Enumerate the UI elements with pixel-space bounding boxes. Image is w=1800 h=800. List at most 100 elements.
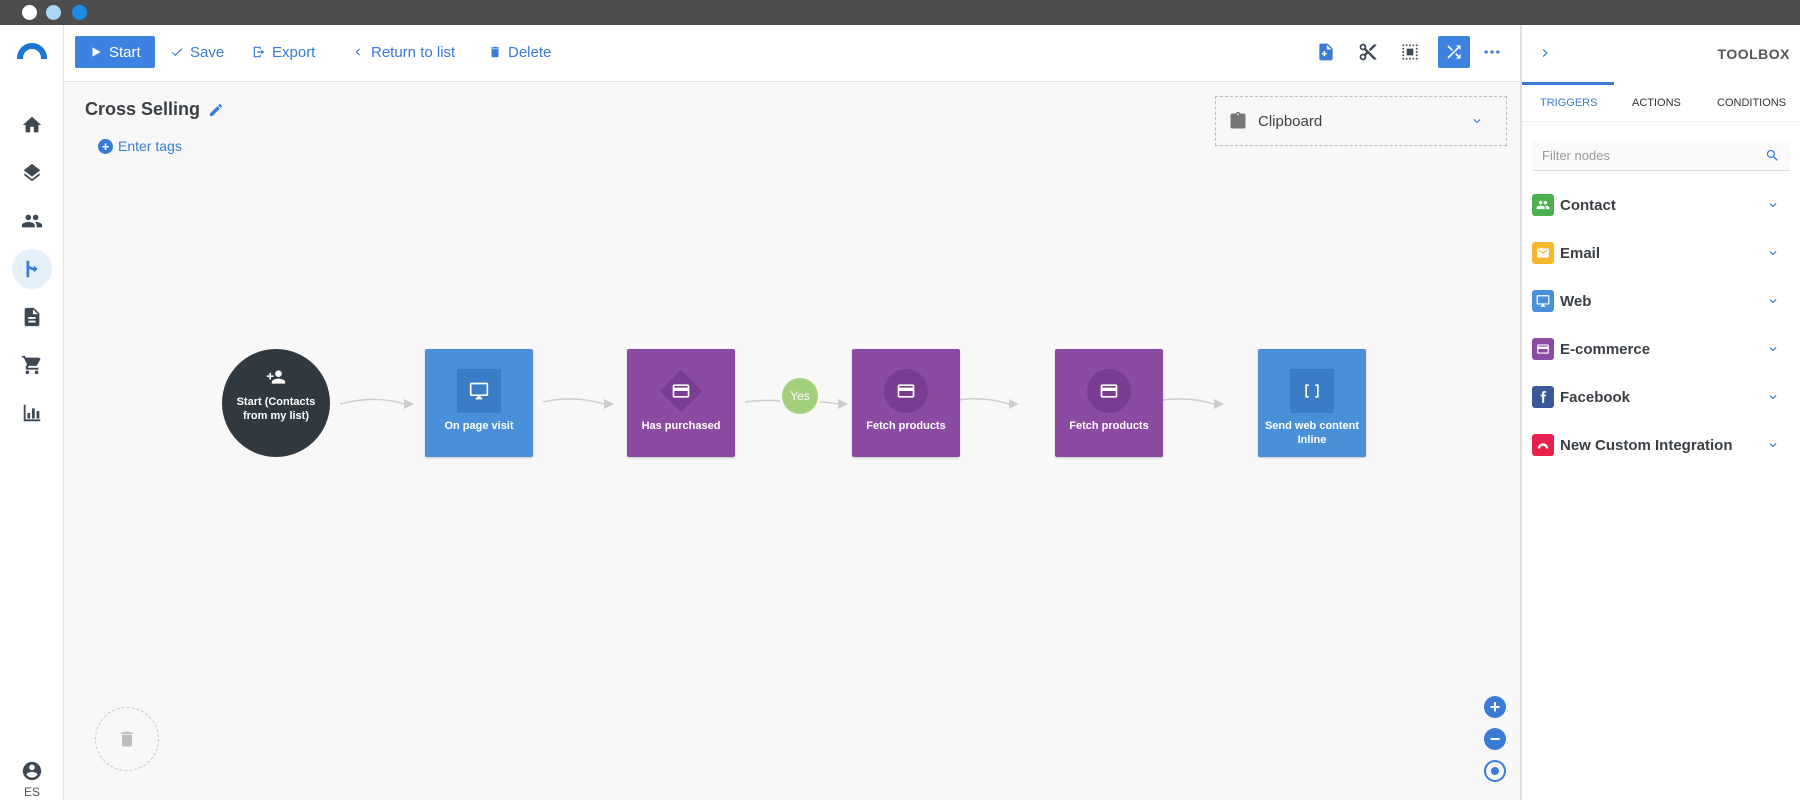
check-icon <box>171 48 183 57</box>
category-facebook[interactable]: Facebook <box>1532 382 1790 412</box>
category-label: Email <box>1560 244 1601 262</box>
category-ecommerce[interactable]: E-commerce <box>1532 334 1790 364</box>
clipboard-label: Clipboard <box>1258 112 1323 130</box>
toolbox-title: TOOLBOX <box>1717 46 1790 62</box>
category-contact[interactable]: Contact <box>1532 190 1790 220</box>
language-code: ES <box>23 785 40 799</box>
search-icon <box>1766 149 1778 161</box>
active-tab-indicator <box>1522 82 1614 85</box>
tab-conditions[interactable]: CONDITIONS <box>1717 97 1787 109</box>
custom-integration-icon <box>1537 443 1549 449</box>
flow-node-send-web-content[interactable]: Send web content Inline <box>1258 349 1366 457</box>
clipboard-dropdown[interactable]: Clipboard <box>1215 96 1507 146</box>
node-label: Start (Contacts from my list) <box>236 396 316 422</box>
nav-cart-icon[interactable] <box>12 345 52 385</box>
flow-canvas[interactable]: Cross Selling + Enter tags Clipboard Sta… <box>64 82 1520 800</box>
chevron-down-icon <box>1769 251 1777 256</box>
flow-node-on-page-visit[interactable]: On page visit <box>425 349 533 457</box>
monitor-icon <box>1536 295 1550 307</box>
category-label: New Custom Integration <box>1560 436 1733 454</box>
yes-branch-badge: Yes <box>782 378 818 414</box>
nav-home-icon[interactable] <box>12 105 52 145</box>
user-account[interactable]: ES <box>12 760 52 799</box>
cut-icon[interactable] <box>1352 36 1384 68</box>
chevron-down-icon <box>1769 443 1777 448</box>
flow-node-fetch-products-2[interactable]: Fetch products <box>1055 349 1163 457</box>
toolbox-header: TOOLBOX <box>1522 25 1800 82</box>
category-email[interactable]: Email <box>1532 238 1790 268</box>
chevron-down-icon <box>1769 395 1777 400</box>
enter-tags-label: Enter tags <box>118 138 182 154</box>
delete-label: Delete <box>508 43 552 61</box>
nav-reports-icon[interactable] <box>12 393 52 433</box>
save-button[interactable]: Save <box>170 36 224 68</box>
flow-title-text: Cross Selling <box>85 99 201 119</box>
auto-layout-icon[interactable] <box>1438 36 1470 68</box>
more-options-icon[interactable] <box>1476 36 1508 68</box>
save-label: Save <box>190 43 225 61</box>
nav-document-icon[interactable] <box>12 297 52 337</box>
enter-tags-link[interactable]: + Enter tags <box>98 138 182 154</box>
tab-actions[interactable]: ACTIONS <box>1632 97 1681 109</box>
editor-toolbar: Start Save Export Return to list Delete <box>64 25 1520 82</box>
category-label: E-commerce <box>1560 340 1651 358</box>
window-minimize-dot[interactable] <box>46 5 61 20</box>
trash-icon <box>490 46 500 58</box>
export-button[interactable]: Export <box>252 36 315 68</box>
collapse-chevron-icon[interactable] <box>1537 45 1553 61</box>
credit-card-icon <box>672 384 690 398</box>
category-label: Web <box>1560 292 1592 310</box>
filter-nodes-input[interactable]: Filter nodes <box>1532 141 1790 171</box>
clipboard-icon <box>1230 111 1246 129</box>
brackets-icon <box>1305 384 1319 398</box>
center-view-icon[interactable] <box>1484 760 1506 782</box>
credit-card-icon <box>1100 384 1118 398</box>
category-label: Contact <box>1560 196 1616 214</box>
start-label: Start <box>109 43 141 61</box>
user-avatar-icon <box>22 761 42 781</box>
nav-layers-icon[interactable] <box>12 153 52 193</box>
contacts-icon <box>1536 200 1550 210</box>
category-new-custom-integration[interactable]: New Custom Integration <box>1532 430 1790 460</box>
window-close-dot[interactable] <box>22 5 37 20</box>
toolbox-panel: TOOLBOX TRIGGERS ACTIONS CONDITIONS Filt… <box>1520 25 1800 800</box>
node-label: On page visit <box>444 420 514 432</box>
chevron-left-icon <box>355 48 360 56</box>
export-label: Export <box>272 43 316 61</box>
flow-node-fetch-products-1[interactable]: Fetch products <box>852 349 960 457</box>
trash-drop-zone[interactable] <box>95 707 159 771</box>
zoom-out-icon[interactable]: − <box>1484 728 1506 750</box>
nav-contacts-icon[interactable] <box>12 201 52 241</box>
window-titlebar <box>0 0 1800 25</box>
delete-button[interactable]: Delete <box>488 36 551 68</box>
window-maximize-dot[interactable] <box>72 5 87 20</box>
tab-triggers[interactable]: TRIGGERS <box>1540 97 1598 109</box>
chevron-down-icon <box>1769 347 1777 352</box>
toolbox-tabs: TRIGGERS ACTIONS CONDITIONS <box>1522 82 1800 122</box>
chevron-down-icon <box>1769 203 1777 208</box>
flow-node-start[interactable]: Start (Contacts from my list) <box>222 349 330 457</box>
flow-title: Cross Selling <box>85 99 224 120</box>
filter-placeholder: Filter nodes <box>1542 148 1610 163</box>
export-icon <box>253 46 265 58</box>
start-button[interactable]: Start <box>75 36 155 68</box>
select-area-icon[interactable] <box>1394 36 1426 68</box>
category-label: Facebook <box>1560 388 1631 406</box>
node-label: Fetch products <box>1069 420 1149 432</box>
nav-automation-icon[interactable] <box>12 249 52 289</box>
node-label: Send web content Inline <box>1264 420 1360 446</box>
add-node-icon[interactable] <box>1310 36 1342 68</box>
category-web[interactable]: Web <box>1532 286 1790 316</box>
zoom-in-icon[interactable]: + <box>1484 696 1506 718</box>
plus-circle-icon: + <box>98 138 113 154</box>
facebook-icon <box>1540 391 1546 403</box>
monitor-icon <box>469 382 489 400</box>
flow-node-has-purchased[interactable]: Has purchased <box>627 349 735 457</box>
edit-pencil-icon[interactable] <box>208 102 224 118</box>
credit-card-icon <box>1537 344 1549 354</box>
brand-logo[interactable] <box>17 43 47 59</box>
left-navigation: ES <box>0 25 64 800</box>
return-to-list-button[interactable]: Return to list <box>351 36 455 68</box>
yes-label: Yes <box>790 389 810 403</box>
play-icon <box>92 47 101 57</box>
